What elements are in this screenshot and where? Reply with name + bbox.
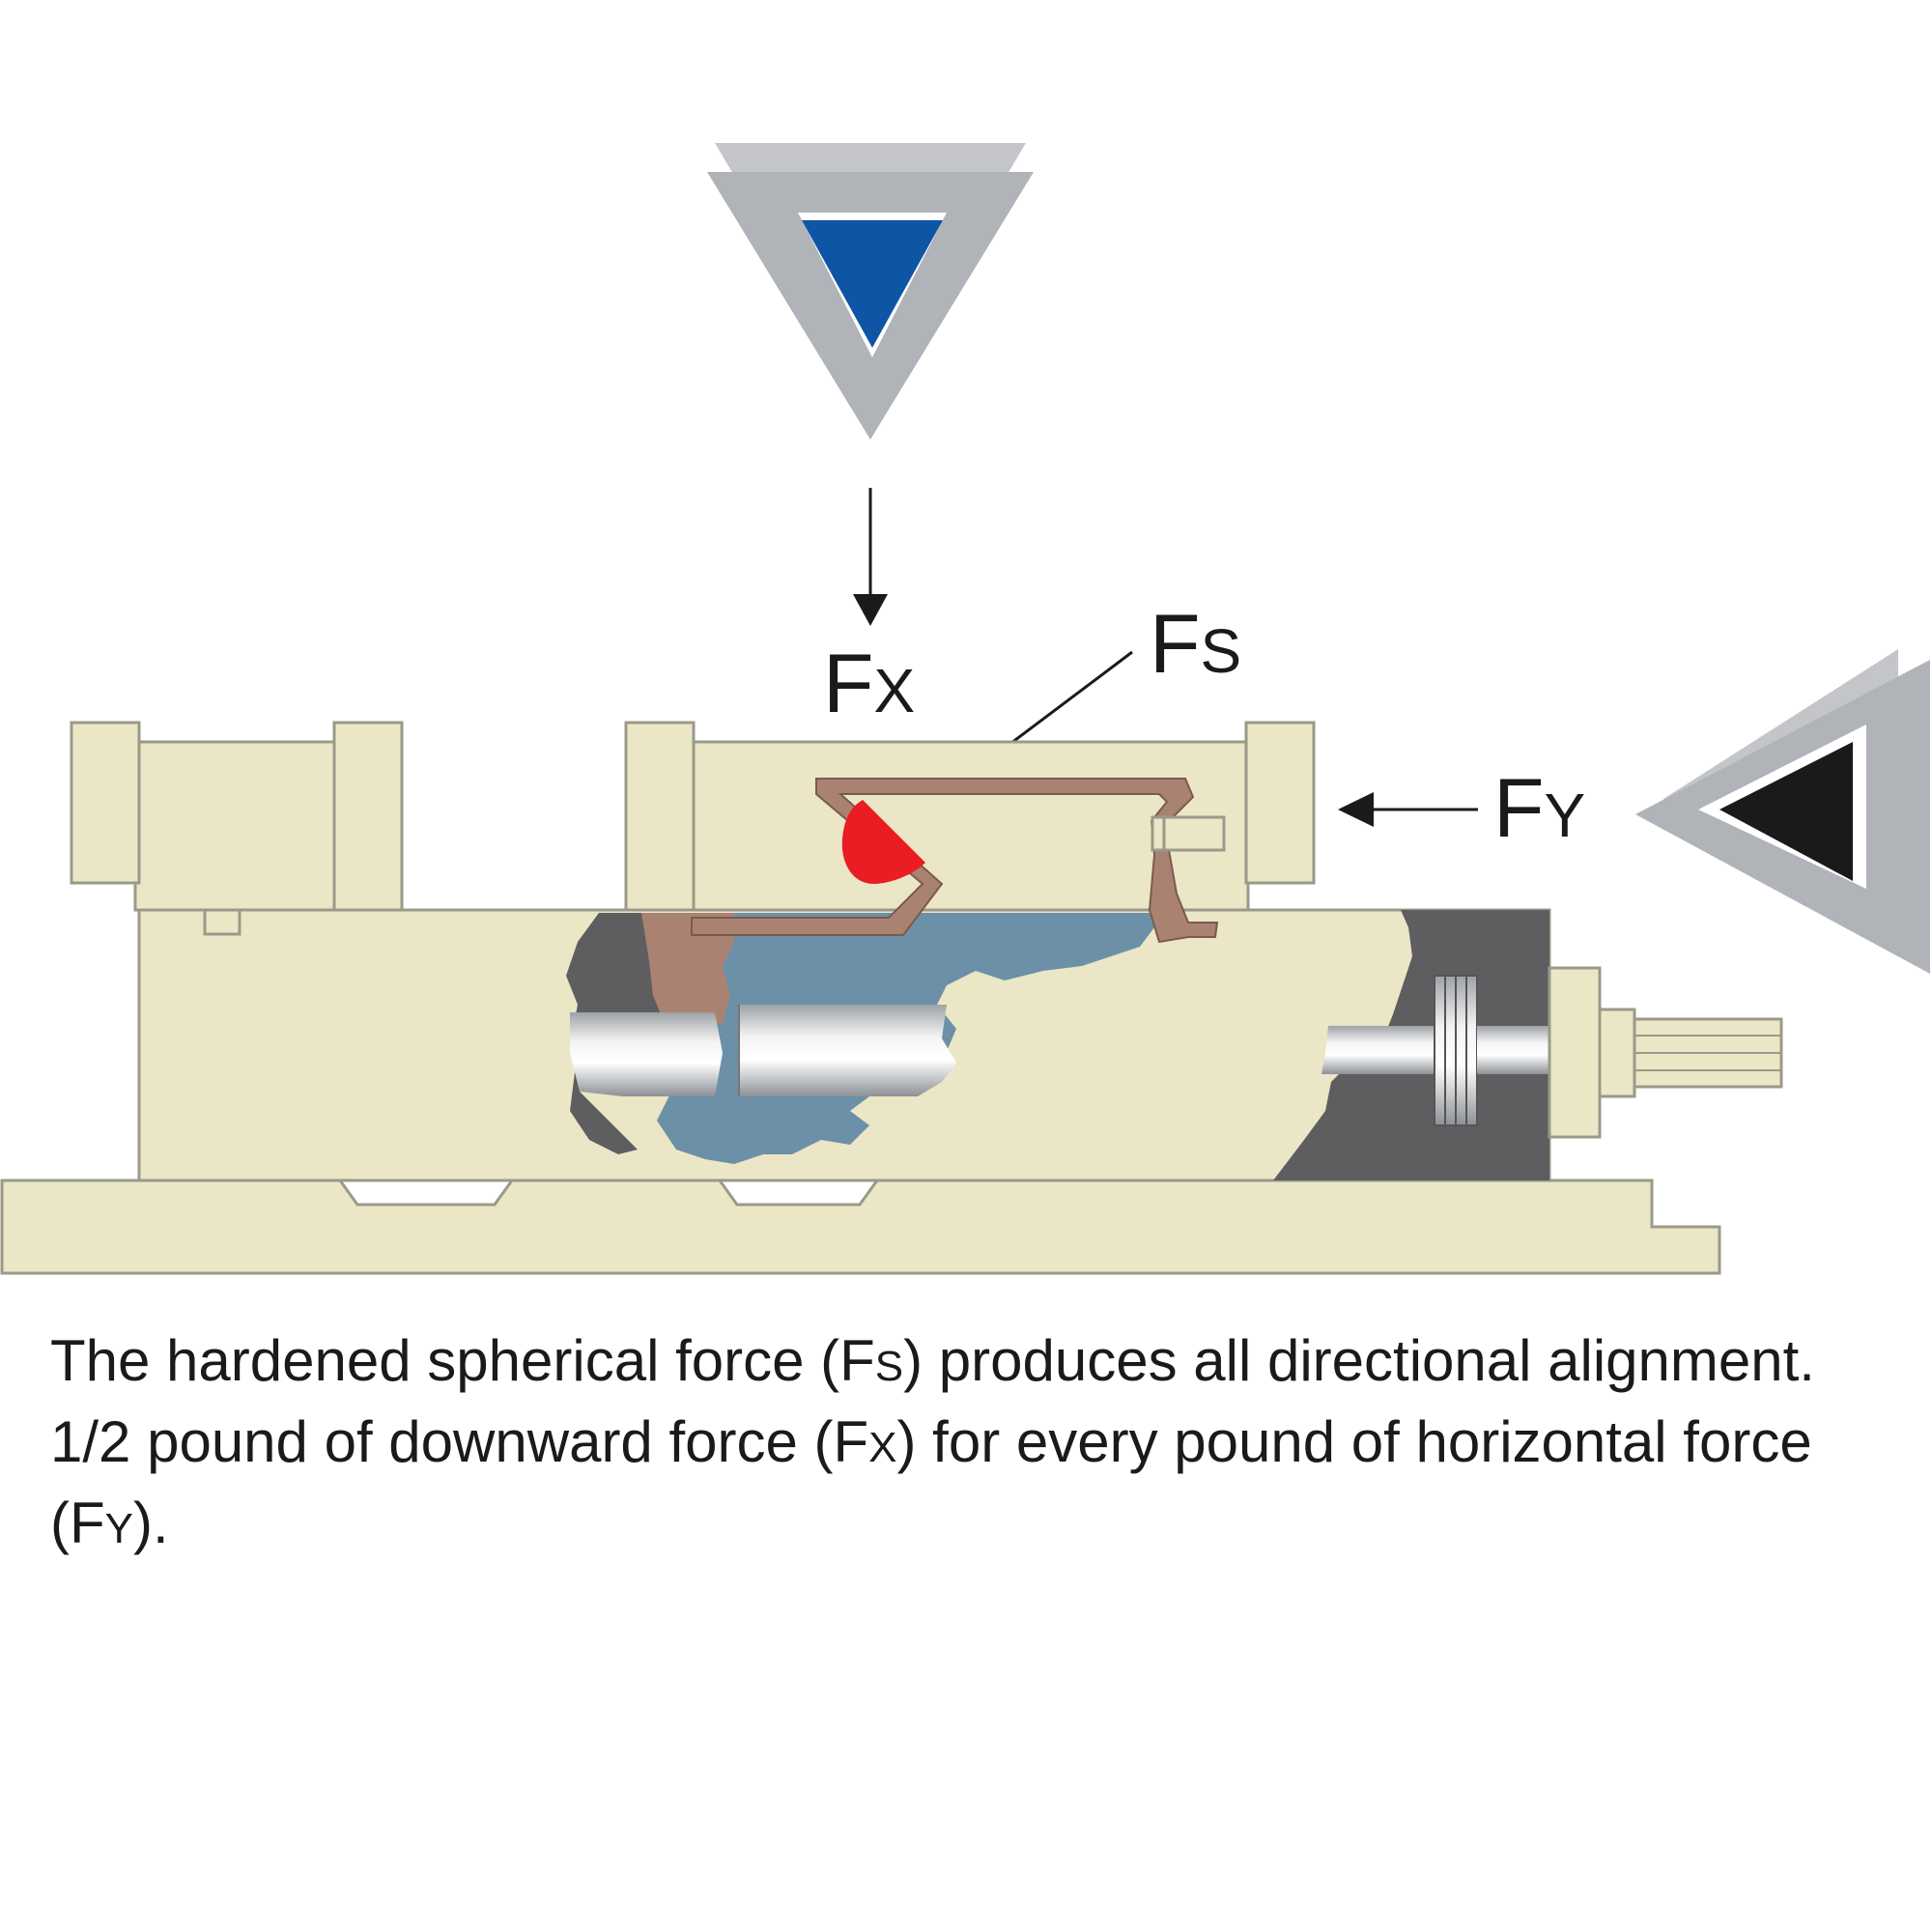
fy-label: FY — [1493, 762, 1585, 855]
screw-end-cap — [1548, 966, 1636, 1139]
lead-screw-cutaway — [570, 1005, 956, 1096]
vise-base-plate — [0, 1179, 1721, 1275]
vise-force-diagram: FX FS FY — [0, 143, 1930, 1275]
fs-label: FS — [1150, 598, 1241, 691]
wedge-brown-cutaway — [641, 913, 734, 1024]
fixed-jaw — [70, 721, 404, 912]
caption: The hardened spherical force (FS) produc… — [50, 1328, 1815, 1555]
down-triangle-blue-icon — [707, 143, 1034, 440]
jaw-pin — [1151, 815, 1226, 852]
screw-handle-shaft — [1633, 1017, 1783, 1089]
fx-label: FX — [823, 638, 915, 730]
fy-arrow — [1338, 792, 1478, 827]
left-triangle-black-icon — [1635, 649, 1930, 974]
hardened-sphere — [841, 800, 925, 884]
fx-arrow — [853, 488, 888, 626]
lead-screw-right — [1321, 975, 1549, 1126]
